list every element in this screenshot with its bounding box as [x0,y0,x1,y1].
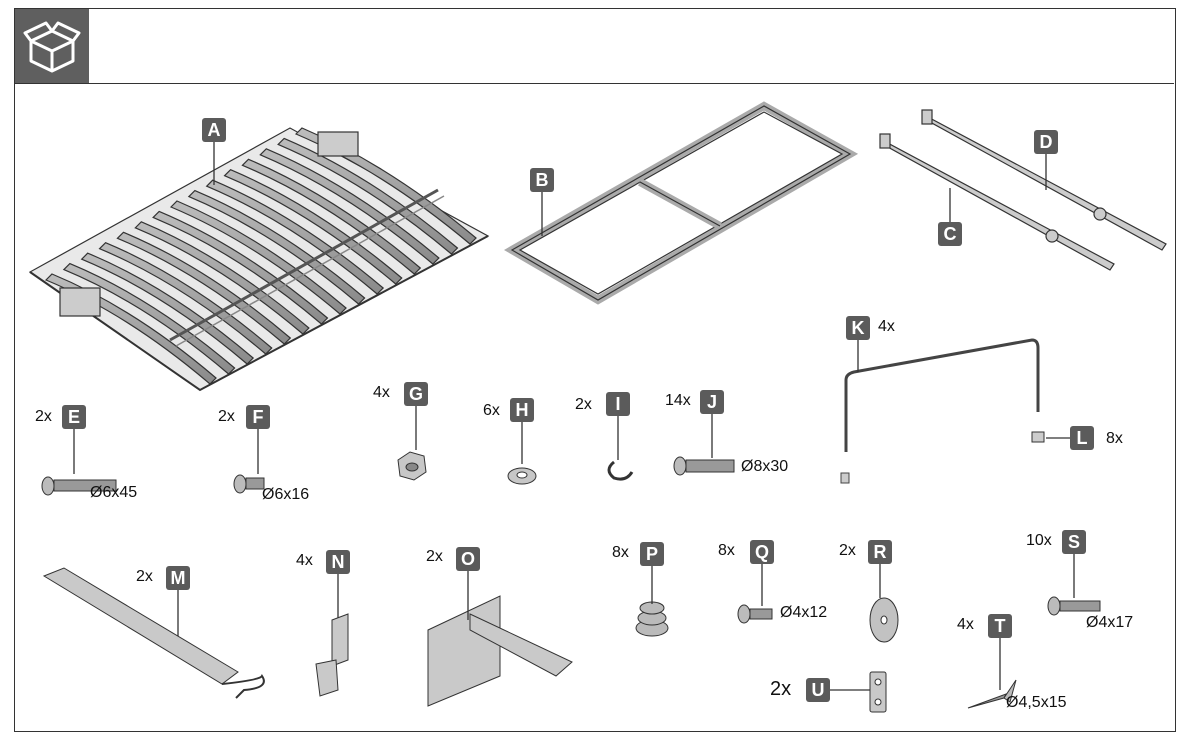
part-label-s: S [1062,530,1086,554]
part-label-h: H [510,398,534,422]
part-label-c: C [938,222,962,246]
part-quantity-k: 4x [878,318,895,335]
part-size-j: Ø8x30 [741,458,789,475]
part-g-drawing [397,451,427,481]
part-size-t: Ø4,5x15 [1006,694,1067,711]
part-label-p: P [640,542,664,566]
part-label-g: G [404,382,428,406]
part-quantity-e: 2x [35,408,52,425]
part-c-d-drawing [879,109,1167,271]
part-n-drawing [315,613,349,697]
part-label-q: Q [750,540,774,564]
part-q-drawing [737,604,773,624]
part-label-j: J [700,390,724,414]
part-label-r: R [868,540,892,564]
part-p-drawing [635,601,669,637]
part-label-t: T [988,614,1012,638]
part-label-o: O [456,547,480,571]
header-bar [15,9,1174,84]
part-quantity-i: 2x [575,396,592,413]
part-label-b: B [530,168,554,192]
part-quantity-g: 4x [373,384,390,401]
part-label-a: A [202,118,226,142]
package-box-icon [15,9,89,83]
part-quantity-l: 8x [1106,430,1123,447]
part-quantity-u: 2x [770,678,792,700]
part-j-drawing [673,456,735,476]
part-quantity-o: 2x [426,548,443,565]
part-label-d: D [1034,130,1058,154]
part-size-f: Ø6x16 [262,486,310,503]
part-e-drawing [41,476,117,496]
part-label-u: U [806,678,830,702]
part-quantity-h: 6x [483,402,500,419]
part-label-k: K [846,316,870,340]
part-h-drawing [507,467,537,485]
part-s-drawing [1047,596,1101,616]
part-quantity-r: 2x [839,542,856,559]
part-quantity-n: 4x [296,552,313,569]
part-label-m: M [166,566,190,590]
part-label-i: I [606,392,630,416]
part-b-drawing [503,101,859,305]
part-label-e: E [62,405,86,429]
part-quantity-q: 8x [718,542,735,559]
part-quantity-m: 2x [136,568,153,585]
part-quantity-t: 4x [957,616,974,633]
part-quantity-p: 8x [612,544,629,561]
part-r-drawing [869,597,899,643]
part-quantity-s: 10x [1026,532,1052,549]
part-a-drawing [28,127,490,392]
part-size-q: Ø4x12 [780,604,828,621]
part-o-drawing [427,595,573,707]
part-u-drawing [869,671,887,713]
part-l-drawing [1031,431,1045,443]
part-t-drawing [967,679,1017,709]
part-k-drawing [840,338,1040,484]
part-i-drawing [607,460,634,481]
part-m-drawing [42,567,265,699]
part-quantity-f: 2x [218,408,235,425]
part-size-e: Ø6x45 [90,484,138,501]
part-label-l: L [1070,426,1094,450]
part-f-drawing [233,474,265,494]
part-label-n: N [326,550,350,574]
part-quantity-j: 14x [665,392,691,409]
parts-sheet [14,8,1176,732]
part-size-s: Ø4x17 [1086,614,1134,631]
part-label-f: F [246,405,270,429]
